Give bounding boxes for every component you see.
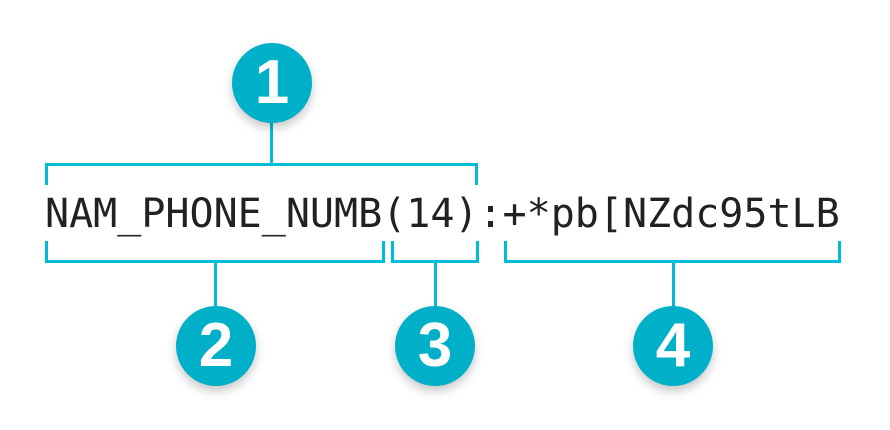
callout-1-connector [270,118,273,165]
callout-1-number: 1 [254,48,290,117]
callout-3-bracket [391,241,479,263]
callout-4-connector [672,262,675,308]
callout-3-badge: 3 [395,306,475,386]
callout-3-connector [434,262,437,308]
callout-1-bracket [45,163,478,185]
callout-2-connector [214,262,217,308]
callout-4-number: 4 [655,311,691,380]
callout-2-bracket [45,241,385,263]
callout-4-badge: 4 [633,306,713,386]
callout-4-bracket [504,241,841,263]
callout-2-badge: 2 [176,306,256,386]
callout-1-badge: 1 [232,43,312,123]
callout-3-number: 3 [417,311,453,380]
code-string: NAM_PHONE_NUMB(14):+*pb[NZdc95tLB [45,191,840,237]
callout-2-number: 2 [198,311,234,380]
